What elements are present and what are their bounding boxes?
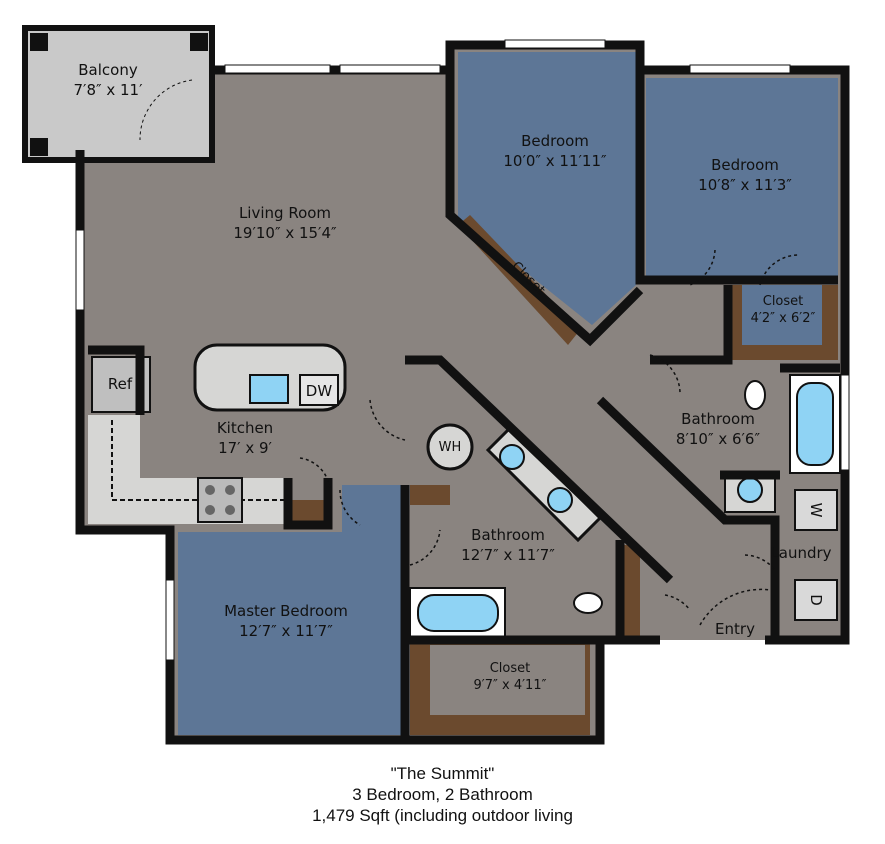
room-name: Balcony — [78, 61, 138, 79]
room-name: Master Bedroom — [224, 602, 348, 620]
closet-master-floor — [430, 645, 585, 715]
room-size: 19′10″ x 15′4″ — [233, 224, 337, 242]
room-size: 8′10″ x 6′6″ — [675, 430, 761, 448]
entry-label: Entry — [715, 619, 755, 639]
plan-beds-baths: 3 Bedroom, 2 Bathroom — [352, 785, 533, 804]
dishwasher-icon — [299, 374, 339, 406]
bedroom-2-label: Bedroom 10′8″ x 11′3″ — [698, 155, 792, 195]
room-size: 12′7″ x 11′7″ — [239, 622, 333, 640]
closet-master-label: Closet 9′7″ x 4′11″ — [474, 660, 547, 694]
bathtub-water — [417, 594, 499, 632]
balcony-label: Balcony 7′8″ x 11′ — [73, 60, 142, 100]
room-size: 9′7″ x 4′11″ — [473, 678, 547, 693]
linen-closet — [622, 545, 640, 640]
room-size: 10′8″ x 11′3″ — [698, 176, 792, 194]
room-name: Bedroom — [521, 132, 589, 150]
washer-label: W — [807, 502, 825, 518]
balcony-post — [30, 33, 48, 51]
room-size: 17′ x 9′ — [218, 439, 272, 457]
room-size: 10′0″ x 11′11″ — [503, 152, 607, 170]
room-name: Entry — [715, 620, 755, 638]
bedroom-2-carpet — [646, 78, 838, 280]
balcony-area — [22, 25, 215, 163]
dw-label: DW — [305, 382, 333, 400]
ref-label: Ref — [107, 375, 133, 393]
water-heater-icon — [426, 423, 474, 471]
sink-icon — [547, 487, 573, 513]
master-bedroom-carpet — [178, 485, 405, 735]
laundry-label: Laundry — [770, 543, 831, 563]
burner — [205, 485, 215, 495]
wh-label: WH — [438, 440, 462, 455]
closet-bedroom-2-floor — [742, 285, 822, 345]
living-room-label: Living Room 19′10″ x 15′4″ — [233, 203, 336, 243]
kitchen-label: Kitchen 17′ x 9′ — [217, 418, 273, 458]
sink-icon — [499, 444, 525, 470]
closet-bedroom-2-label: Closet 4′2″ x 6′2″ — [751, 293, 816, 327]
room-size: 4′2″ x 6′2″ — [750, 311, 816, 326]
sink-icon — [737, 477, 763, 503]
room-name: Living Room — [238, 204, 332, 222]
windows — [75, 39, 850, 661]
kitchen-sink-icon — [249, 374, 289, 404]
room-name: Bathroom — [681, 410, 755, 428]
stove-icon — [197, 477, 243, 523]
dryer-icon — [794, 579, 838, 621]
washer-icon — [794, 489, 838, 531]
door-swings — [299, 249, 801, 626]
master-bedroom-label: Master Bedroom 12′7″ x 11′7″ — [224, 601, 348, 641]
room-name: Closet — [489, 661, 531, 676]
bathroom-2-label: Bathroom 8′10″ x 6′6″ — [676, 409, 760, 449]
bedroom-1-carpet — [458, 52, 636, 325]
balcony-post — [30, 138, 48, 156]
room-name: Bathroom — [471, 526, 545, 544]
plan-title: "The Summit" — [390, 764, 495, 783]
room-name: Laundry — [770, 544, 832, 562]
burner — [205, 505, 215, 515]
walls — [75, 40, 850, 745]
toilet-icon — [573, 592, 603, 614]
burner — [225, 485, 235, 495]
bathtub-water — [796, 382, 834, 466]
room-size: 7′8″ x 11′ — [73, 81, 143, 99]
burner — [225, 505, 235, 515]
plan-area: 1,479 Sqft (including outdoor living — [312, 806, 573, 825]
room-size: 12′7″ x 11′7″ — [461, 546, 555, 564]
bedroom-1-label: Bedroom 10′0″ x 11′11″ — [503, 131, 606, 171]
dryer-label: D — [807, 594, 825, 606]
toilet-icon — [744, 380, 766, 410]
room-name: Closet — [762, 294, 804, 309]
room-name: Bedroom — [711, 156, 779, 174]
bathroom-master-label: Bathroom 12′7″ x 11′7″ — [461, 525, 555, 565]
balcony-post — [190, 33, 208, 51]
bath-closet — [410, 485, 450, 505]
room-name: Kitchen — [216, 419, 274, 437]
balcony-door-swing — [139, 79, 193, 141]
